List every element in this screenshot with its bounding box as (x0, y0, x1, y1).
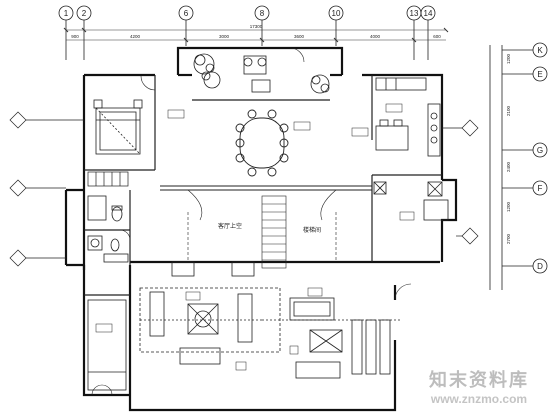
axis-labels-right: K G F E D (537, 46, 543, 271)
dining-table (235, 109, 289, 177)
elevation-markers (9, 111, 479, 321)
watermark: 知末资料库 www.znzmo.com (404, 366, 554, 414)
watermark-brand: 知末资料库 (429, 370, 529, 391)
door-swings (91, 47, 412, 396)
bathroom-fixtures (87, 195, 129, 263)
tag-boxes (95, 103, 415, 371)
wardrobe (87, 171, 129, 187)
dimension-lines-top (63, 27, 449, 43)
axis-2: 2 (82, 9, 87, 18)
svg-text:4200: 4200 (130, 34, 141, 39)
entry-plants (193, 53, 330, 94)
axis-labels-top: 1 2 6 8 10 13 14 (64, 9, 433, 18)
svg-text:17300: 17300 (250, 24, 263, 29)
living-left-sofa-set (139, 261, 281, 365)
svg-text:楼梯间: 楼梯间 (303, 226, 321, 234)
svg-text:900: 900 (71, 34, 79, 39)
svg-text:1200: 1200 (506, 53, 511, 64)
room-tags: 客厅上空 楼梯间 (218, 222, 321, 234)
svg-text:4000: 4000 (370, 34, 381, 39)
living-right-sofa-set (289, 297, 391, 379)
axis-bubbles-top (58, 5, 436, 60)
axis-8: 8 (260, 9, 265, 18)
svg-text:600: 600 (433, 34, 441, 39)
svg-text:K: K (537, 46, 543, 55)
svg-text:2700: 2700 (506, 233, 511, 244)
svg-text:客厅上空: 客厅上空 (218, 222, 242, 230)
dimension-text-right: 1200 2100 2400 1200 2700 (506, 53, 511, 244)
walls (64, 46, 458, 412)
svg-text:1200: 1200 (506, 201, 511, 212)
svg-text:D: D (537, 262, 543, 271)
svg-text:3000: 3000 (219, 34, 230, 39)
axis-10: 10 (332, 9, 341, 18)
svg-text:3600: 3600 (294, 34, 305, 39)
axis-14: 14 (424, 9, 433, 18)
kitchen (375, 77, 441, 157)
elevator (373, 181, 449, 221)
axis-1: 1 (64, 9, 69, 18)
svg-text:2100: 2100 (506, 105, 511, 116)
axis-13: 13 (410, 9, 419, 18)
svg-text:F: F (538, 184, 543, 193)
axis-6: 6 (184, 9, 189, 18)
watermark-url: www.znzmo.com (430, 392, 528, 406)
balcony (87, 299, 127, 391)
staircase (160, 185, 372, 269)
axis-bubbles-right (489, 42, 548, 290)
dimension-text-top: 900 4200 3000 3600 4000 600 17300 (71, 24, 441, 39)
svg-text:G: G (537, 146, 543, 155)
svg-text:2400: 2400 (506, 161, 511, 172)
svg-text:E: E (537, 70, 542, 79)
bed (93, 99, 143, 155)
